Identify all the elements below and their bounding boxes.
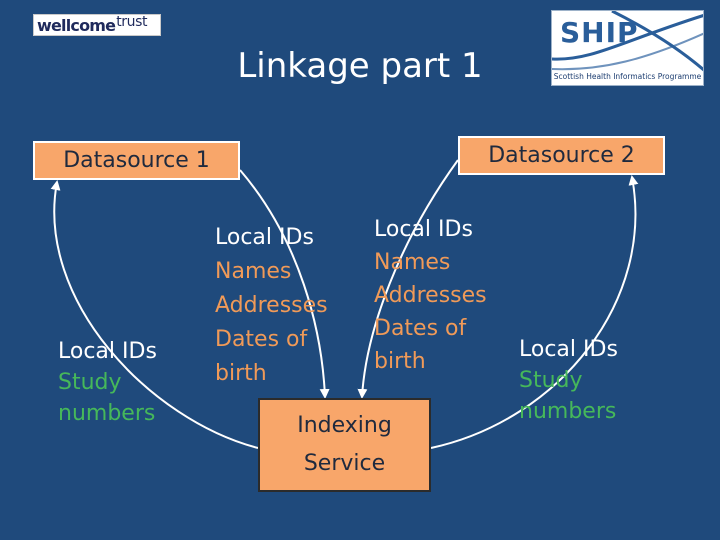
mid-right-names: Names	[374, 250, 451, 275]
mid-right-dates-of: Dates of	[374, 316, 467, 341]
right-study-label: Study	[519, 368, 583, 393]
datasource-2-local-ids: Local IDs Study numbers	[519, 334, 618, 427]
datasource-1-identifiers: Local IDs Names Addresses Dates of birth	[215, 221, 328, 391]
datasource-2-identifiers: Local IDs Names Addresses Dates of birth	[374, 213, 487, 378]
left-local-ids-label: Local IDs	[58, 339, 157, 364]
ship-logo-text: SHIP	[560, 16, 639, 49]
left-numbers-label: numbers	[58, 401, 156, 426]
page-title: Linkage part 1	[237, 46, 483, 86]
mid-left-birth: birth	[215, 361, 267, 386]
datasource-2-box: Datasource 2	[458, 136, 665, 175]
mid-left-dates-of: Dates of	[215, 327, 308, 352]
indexing-service-line-2: Service	[303, 451, 386, 476]
ship-logo-subtitle: Scottish Health Informatics Programme	[553, 72, 702, 81]
indexing-service-box: Indexing Service	[258, 398, 431, 492]
ship-logo-swoosh-icon	[552, 11, 703, 72]
mid-right-addresses: Addresses	[374, 283, 487, 308]
right-local-ids-label: Local IDs	[519, 337, 618, 362]
mid-left-local-ids: Local IDs	[215, 225, 314, 250]
wellcome-logo-word: wellcome	[37, 15, 116, 35]
datasource-1-box: Datasource 1	[33, 141, 240, 180]
indexing-service-line-1: Indexing	[297, 413, 392, 438]
ship-logo: SHIP Scottish Health Informatics Program…	[551, 10, 704, 86]
left-study-label: Study	[58, 370, 122, 395]
wellcome-logo-trust: trust	[116, 14, 148, 30]
datasource-1-local-ids: Local IDs Study numbers	[58, 336, 157, 429]
mid-left-addresses: Addresses	[215, 293, 328, 318]
mid-right-birth: birth	[374, 349, 426, 374]
right-numbers-label: numbers	[519, 399, 617, 424]
mid-left-names: Names	[215, 259, 292, 284]
mid-right-local-ids: Local IDs	[374, 217, 473, 242]
